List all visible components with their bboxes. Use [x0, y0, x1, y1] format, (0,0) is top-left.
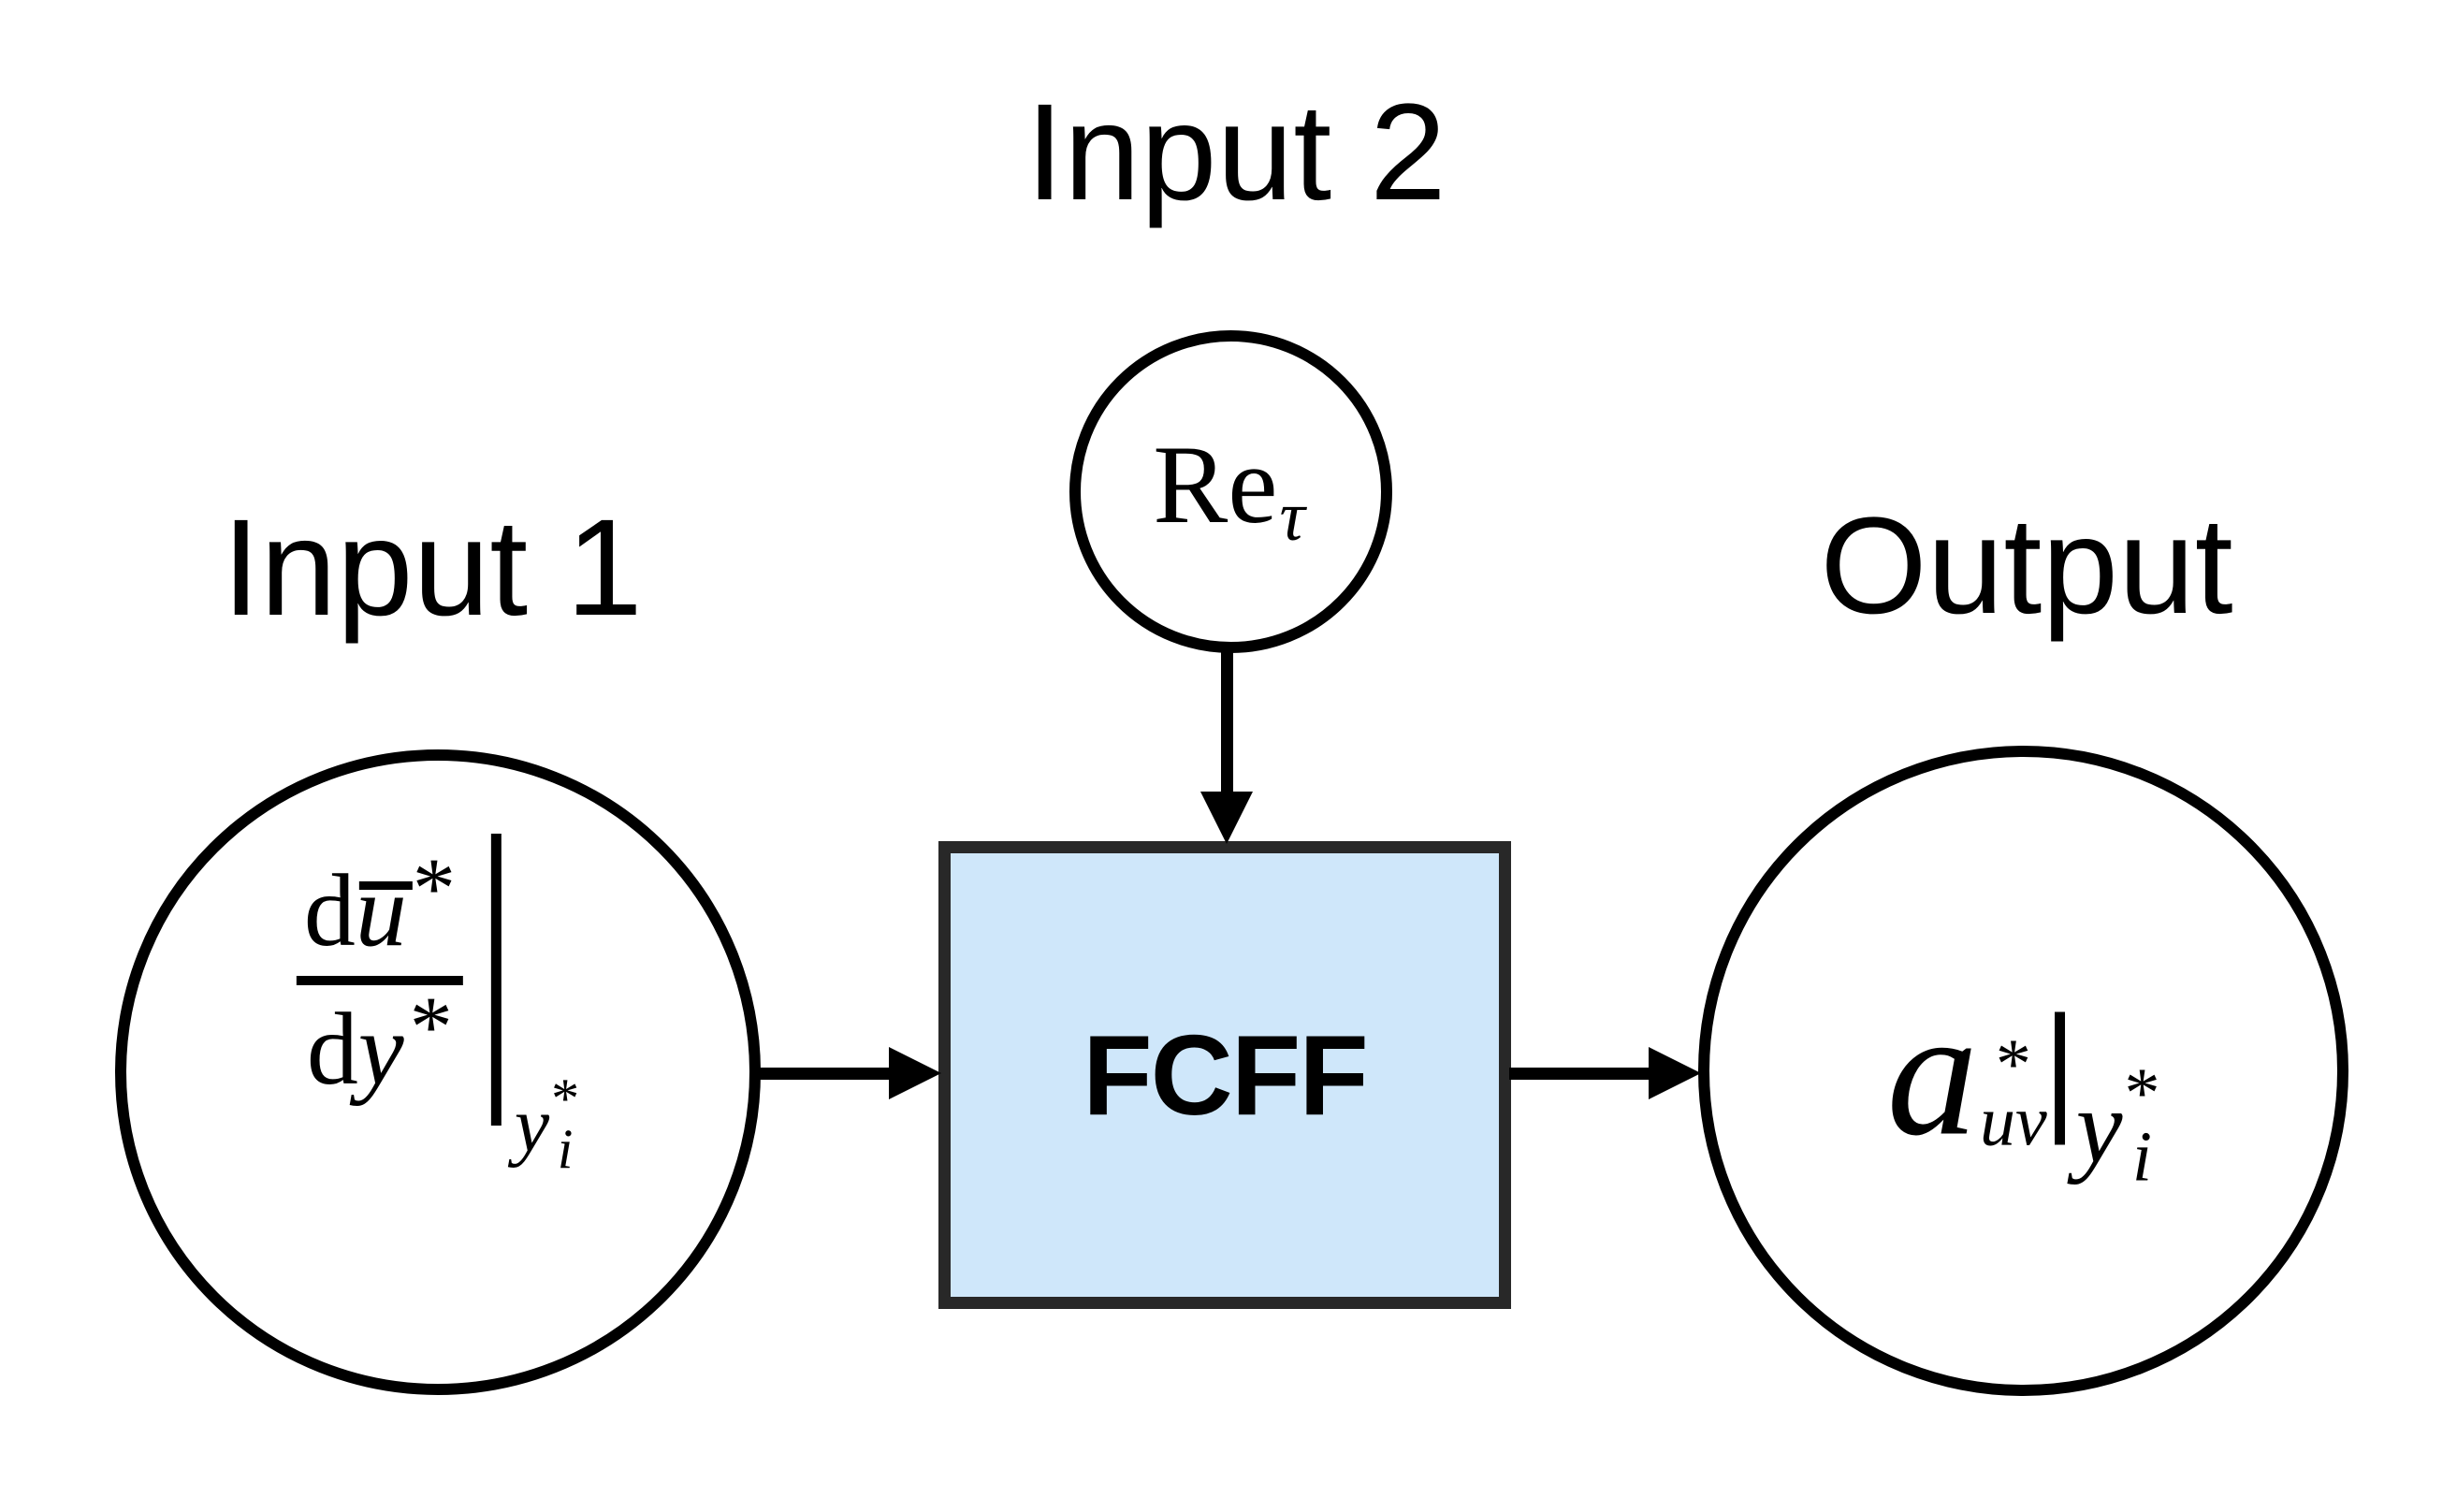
overbar: [358, 881, 413, 890]
input1-math-expression: du* dy* y *i: [296, 834, 579, 1177]
fraction-numerator: du*: [297, 845, 463, 962]
subscript-y: y: [514, 1082, 550, 1169]
subscript-star: *: [2124, 1054, 2160, 1133]
evaluated-at-subscript: y *i: [514, 1070, 579, 1187]
arrow-input2-to-fcff-head-icon: [1200, 792, 1253, 844]
arrow-fcff-to-output-line: [1509, 1068, 1650, 1080]
fraction-bar: [296, 976, 463, 985]
evaluated-at-subscript: y *i: [2075, 1057, 2160, 1202]
output-math-expression: a *uv y *i: [1887, 981, 2160, 1193]
arrow-input1-to-fcff-head-icon: [889, 1047, 941, 1099]
reynolds-tau-subscript: τ: [1279, 476, 1305, 556]
subscript-y: y: [2075, 1069, 2123, 1185]
evaluated-at-bar: [490, 834, 502, 1126]
u-with-overbar: u: [356, 859, 413, 962]
numerator-star: *: [412, 840, 456, 936]
a-superscript-star: *: [1995, 1025, 2031, 1104]
label-input1: Input 1: [222, 491, 643, 645]
label-output: Output: [1820, 489, 2233, 643]
numerator-d: d: [303, 853, 356, 967]
subscript-star: *: [551, 1068, 580, 1129]
denominator-star: *: [409, 979, 453, 1074]
subscript-i: i: [557, 1118, 574, 1180]
reynolds-symbol: Re: [1153, 421, 1278, 546]
arrow-fcff-to-output-head-icon: [1649, 1047, 1701, 1099]
a-subscript-uv: uv: [1980, 1082, 2047, 1161]
fcff-label: FCFF: [1083, 1011, 1369, 1139]
arrow-input1-to-fcff-line: [754, 1068, 891, 1080]
arrow-input2-to-fcff-line: [1221, 651, 1233, 792]
evaluated-at-bar: [2054, 1011, 2065, 1145]
fraction-denominator: dy*: [299, 983, 460, 1100]
a-star-uv-stack: *uv: [1980, 1025, 2047, 1161]
subscript-star-i-stack: *i: [551, 1068, 580, 1180]
input1-velocity-gradient-node: du* dy* y *i: [115, 749, 761, 1395]
label-input2: Input 2: [1025, 76, 1447, 229]
input2-math-expression: Re τ: [1153, 421, 1305, 552]
numerator-u: u: [355, 853, 407, 967]
a-symbol: a: [1886, 971, 1979, 1173]
subscript-i: i: [2131, 1117, 2153, 1197]
fcff-network-box: FCFF: [938, 841, 1511, 1309]
du-dy-fraction: du* dy*: [296, 845, 463, 1100]
denominator-d: d: [306, 992, 358, 1106]
output-reynolds-stress-node: a *uv y *i: [1698, 746, 2348, 1396]
subscript-star-i-stack: *i: [2124, 1054, 2160, 1197]
input2-reynolds-node: Re τ: [1069, 330, 1392, 653]
denominator-y: y: [357, 992, 404, 1106]
